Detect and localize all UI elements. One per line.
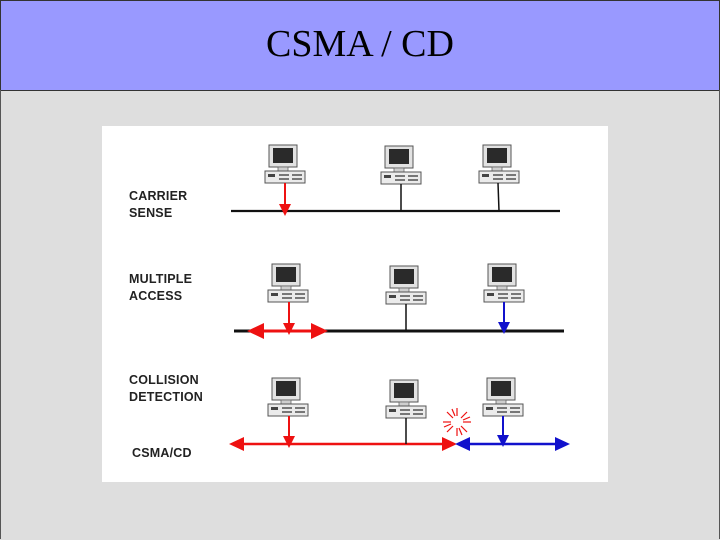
computer-icon [483,263,525,303]
drop-line [497,182,500,212]
blue-arrow-right [555,437,570,451]
computer-icon [380,145,422,185]
computer-icon [264,144,306,184]
csma-cd-diagram: CARRIER SENSE MULTIPLE ACCESS COLLISION … [102,126,608,482]
blue-arrow-left [455,437,470,451]
slide-title: CSMA / CD [266,23,454,65]
red-arrow-left [229,437,244,451]
collision-arrow-down-blue [497,435,509,447]
title-bar [0,0,720,91]
label-line: CSMA/CD [132,446,192,460]
computer-icon [385,265,427,305]
collision-arrow-down [283,436,295,448]
label-line: MULTIPLE [129,272,193,286]
label-multiple-access: MULTIPLE ACCESS [129,271,192,305]
access-arrow-down [283,323,295,335]
label-line: CARRIER [129,189,188,203]
label-collision-detection: COLLISION DETECTION [129,372,203,406]
computer-icon [385,379,427,419]
computer-icon [478,144,520,184]
label-line: DETECTION [129,390,204,404]
access-arrow-left [247,323,264,339]
access-arrow-down-blue [498,322,510,334]
collision-burst-icon [443,408,471,436]
computer-icon [267,263,309,303]
label-line: COLLISION [129,373,199,387]
diagram-canvas [229,144,570,451]
label-line: ACCESS [129,289,183,303]
computer-icon [267,377,309,417]
computer-icon [482,377,524,417]
label-csma-cd: CSMA/CD [132,445,192,462]
label-line: SENSE [129,206,173,220]
red-arrow-right [442,437,457,451]
sense-arrow [279,204,291,216]
label-carrier-sense: CARRIER SENSE [129,188,187,222]
access-arrow-right [311,323,328,339]
